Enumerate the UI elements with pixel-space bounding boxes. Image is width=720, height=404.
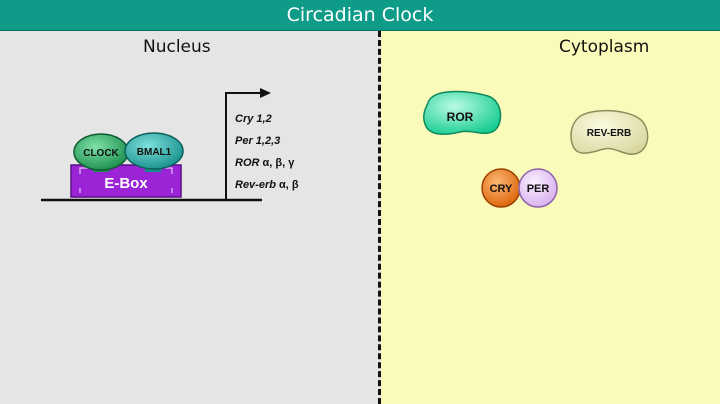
title-bar: Circadian Clock xyxy=(0,0,720,31)
gene-list-item: Per 1,2,3 xyxy=(235,130,299,152)
per-protein: PER xyxy=(518,168,558,208)
membrane-divider xyxy=(378,31,381,404)
transcription-arrow xyxy=(225,88,271,200)
gene-name: Rev-erb xyxy=(235,179,276,191)
cry-label: CRY xyxy=(490,183,513,195)
gene-name: Per 1,2,3 xyxy=(235,135,281,147)
gene-subtypes: α, β xyxy=(275,179,299,191)
clock-protein: CLOCK xyxy=(73,133,129,172)
rev-erb-label: REV-ERB xyxy=(587,128,631,139)
gene-list-item: ROR α, β, γ xyxy=(235,152,299,174)
clock-label: CLOCK xyxy=(83,148,119,159)
diagram-title: Circadian Clock xyxy=(286,4,434,26)
ebox-element: E-Box xyxy=(70,164,182,198)
nucleus-label: Nucleus xyxy=(143,37,211,57)
cry-protein: CRY xyxy=(481,168,521,208)
target-gene-list: Cry 1,2 Per 1,2,3 ROR α, β, γ Rev-erb α,… xyxy=(235,108,299,196)
ror-protein: ROR xyxy=(423,90,502,135)
bmal1-label: BMAL1 xyxy=(137,147,172,158)
gene-list-item: Rev-erb α, β xyxy=(235,174,299,196)
nucleus-panel xyxy=(0,31,381,404)
ebox-label: E-Box xyxy=(104,175,148,192)
rev-erb-protein: REV-ERB xyxy=(570,109,649,155)
per-label: PER xyxy=(527,183,550,195)
gene-name: Cry 1,2 xyxy=(235,113,272,125)
ror-label: ROR xyxy=(447,110,474,124)
cytoplasm-panel xyxy=(381,31,720,404)
cytoplasm-label: Cytoplasm xyxy=(559,37,650,57)
gene-name: ROR xyxy=(235,157,260,169)
bmal1-protein: BMAL1 xyxy=(124,132,184,172)
gene-list-item: Cry 1,2 xyxy=(235,108,299,130)
gene-subtypes: α, β, γ xyxy=(259,157,295,169)
